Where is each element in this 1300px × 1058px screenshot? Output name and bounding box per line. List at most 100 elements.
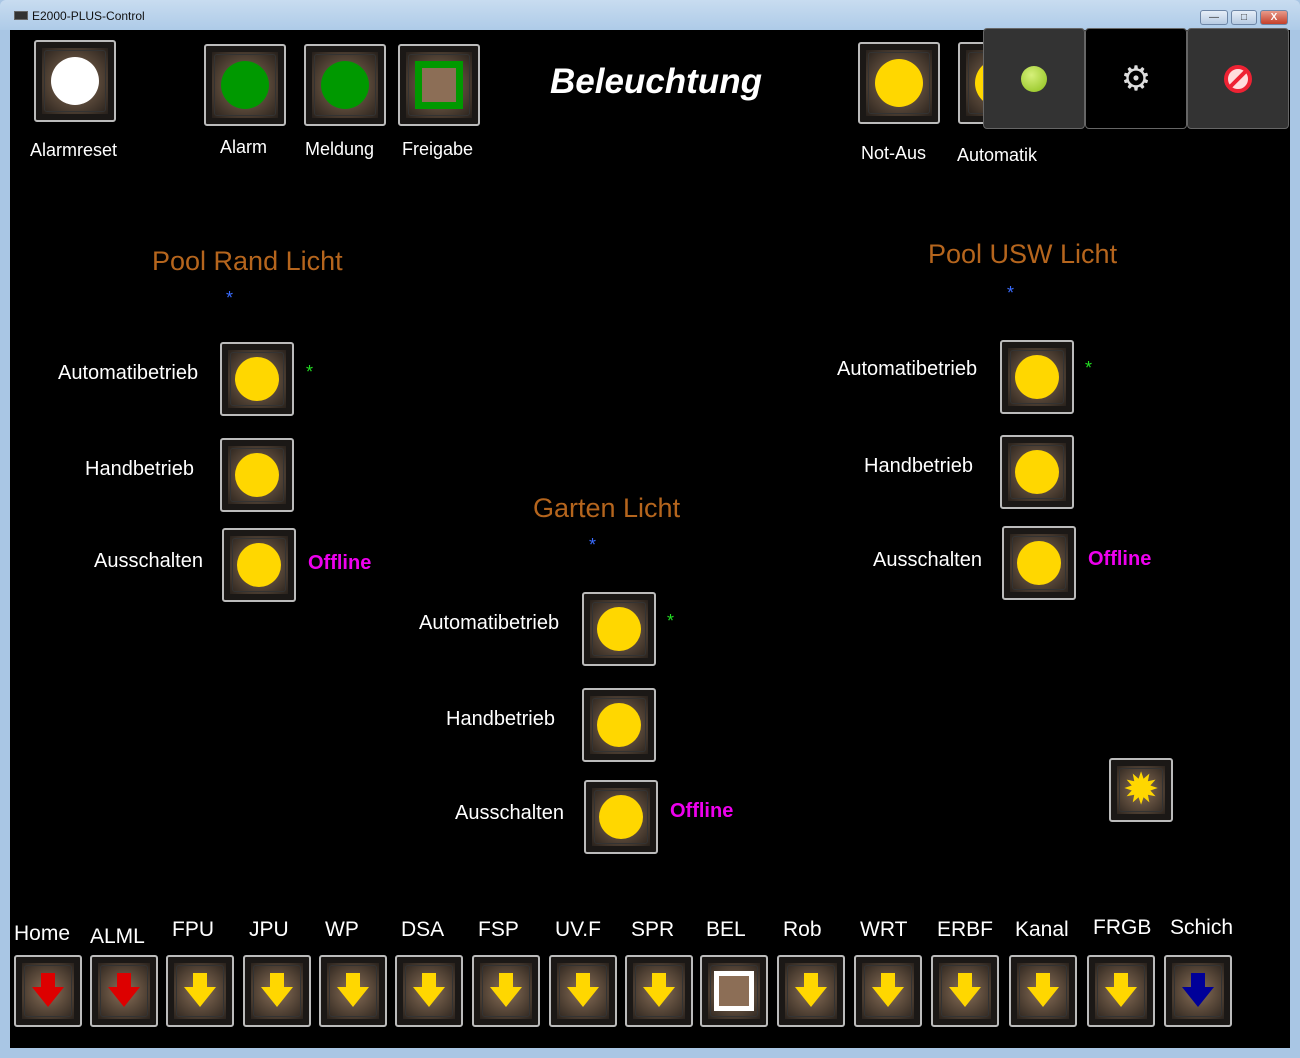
active-marker: * — [667, 611, 675, 631]
section-marker: * — [589, 535, 597, 555]
nav-button-wrt[interactable] — [854, 955, 922, 1027]
button-automatibetrieb[interactable] — [220, 342, 294, 416]
nav-label: FPU — [172, 918, 214, 941]
indicator-label: Meldung — [305, 139, 375, 159]
button-handbetrieb[interactable] — [1000, 435, 1074, 509]
overlay-button-1[interactable]: ⚙ — [1085, 28, 1187, 129]
nav-label: Home — [14, 922, 71, 945]
maximize-button[interactable]: □ — [1231, 10, 1257, 25]
arrow-down-icon — [30, 973, 66, 1009]
button-automatibetrieb[interactable] — [582, 592, 656, 666]
arrow-down-icon — [488, 973, 524, 1009]
status-lamp-icon — [599, 795, 643, 839]
button-frame — [594, 790, 648, 844]
indicator-alarm[interactable] — [204, 44, 286, 126]
button-frame — [1019, 965, 1067, 1017]
row-label: Handbetrieb — [85, 458, 194, 480]
nav-button-frgb[interactable] — [1087, 955, 1155, 1027]
nav-button-uv.f[interactable] — [549, 955, 617, 1027]
sun-button[interactable]: ✹ — [1109, 758, 1173, 822]
status-offline: Offline — [308, 552, 372, 574]
button-handbetrieb[interactable] — [582, 688, 656, 762]
nav-label: FRGB — [1093, 916, 1152, 939]
status-lamp-icon — [875, 59, 923, 107]
status-lamp-icon — [321, 61, 369, 109]
nav-label: BEL — [706, 918, 746, 941]
indicator-not-aus[interactable] — [858, 42, 940, 124]
active-page-square-icon — [714, 971, 754, 1011]
window-title: E2000-PLUS-Control — [32, 9, 145, 23]
nav-button-jpu[interactable] — [243, 955, 311, 1027]
status-square-icon — [415, 61, 463, 109]
forbidden-icon — [1224, 64, 1252, 93]
title-bar: E2000-PLUS-Control — □ X — [0, 0, 1300, 30]
overlay-button-2[interactable] — [1187, 28, 1289, 129]
status-lamp-icon — [597, 703, 641, 747]
button-frame — [1012, 536, 1066, 590]
button-frame — [408, 54, 470, 116]
button-frame — [253, 965, 301, 1017]
nav-button-fsp[interactable] — [472, 955, 540, 1027]
section-marker: * — [1007, 283, 1015, 303]
nav-button-erbf[interactable] — [931, 955, 999, 1027]
nav-label: Kanal — [1015, 918, 1069, 941]
nav-button-wp[interactable] — [319, 955, 387, 1027]
button-handbetrieb[interactable] — [220, 438, 294, 512]
button-ausschalten[interactable] — [584, 780, 658, 854]
arrow-down-icon — [641, 973, 677, 1009]
nav-label: Schich — [1170, 916, 1234, 939]
nav-label: DSA — [401, 918, 445, 941]
section-title: Garten Licht — [533, 493, 681, 523]
nav-button-kanal[interactable] — [1009, 955, 1077, 1027]
button-frame — [559, 965, 607, 1017]
nav-button-schich[interactable] — [1164, 955, 1232, 1027]
button-frame — [787, 965, 835, 1017]
status-lamp-icon — [221, 61, 269, 109]
minimize-button[interactable]: — — [1200, 10, 1228, 25]
arrow-down-icon — [793, 973, 829, 1009]
status-lamp-icon — [1015, 355, 1059, 399]
button-frame — [100, 965, 148, 1017]
nav-button-dsa[interactable] — [395, 955, 463, 1027]
nav-label: WRT — [860, 918, 908, 941]
nav-button-rob[interactable] — [777, 955, 845, 1027]
button-frame — [1010, 350, 1064, 404]
button-frame — [24, 965, 72, 1017]
row-label: Automatibetrieb — [58, 362, 199, 384]
nav-button-alml[interactable] — [90, 955, 158, 1027]
indicator-meldung[interactable] — [304, 44, 386, 126]
button-frame — [44, 50, 106, 112]
status-lamp-icon — [1015, 450, 1059, 494]
indicator-label: Alarmreset — [30, 140, 118, 160]
arrow-down-icon — [565, 973, 601, 1009]
status-offline: Offline — [670, 800, 734, 822]
nav-button-home[interactable] — [14, 955, 82, 1027]
nav-label: UV.F — [555, 918, 601, 941]
button-ausschalten[interactable] — [1002, 526, 1076, 600]
arrow-down-icon — [1180, 973, 1216, 1009]
button-frame — [232, 538, 286, 592]
nav-button-fpu[interactable] — [166, 955, 234, 1027]
button-automatibetrieb[interactable] — [1000, 340, 1074, 414]
nav-label: ERBF — [937, 918, 994, 941]
indicator-alarmreset[interactable] — [34, 40, 116, 122]
sun-icon: ✹ — [1122, 765, 1160, 814]
button-frame — [868, 52, 930, 114]
button-frame — [214, 54, 276, 116]
button-frame — [176, 965, 224, 1017]
gear-icon: ⚙ — [1120, 59, 1152, 98]
button-frame — [230, 448, 284, 502]
button-ausschalten[interactable] — [222, 528, 296, 602]
nav-label: FSP — [478, 918, 519, 941]
nav-label: SPR — [631, 918, 675, 941]
nav-button-spr[interactable] — [625, 955, 693, 1027]
overlay-button-0[interactable] — [983, 28, 1085, 129]
button-frame — [864, 965, 912, 1017]
indicator-freigabe[interactable] — [398, 44, 480, 126]
arrow-down-icon — [106, 973, 142, 1009]
nav-button-bel[interactable] — [700, 955, 768, 1027]
indicator-label: Automatik — [957, 145, 1038, 165]
nav-label: JPU — [249, 918, 289, 941]
close-button[interactable]: X — [1260, 10, 1288, 25]
